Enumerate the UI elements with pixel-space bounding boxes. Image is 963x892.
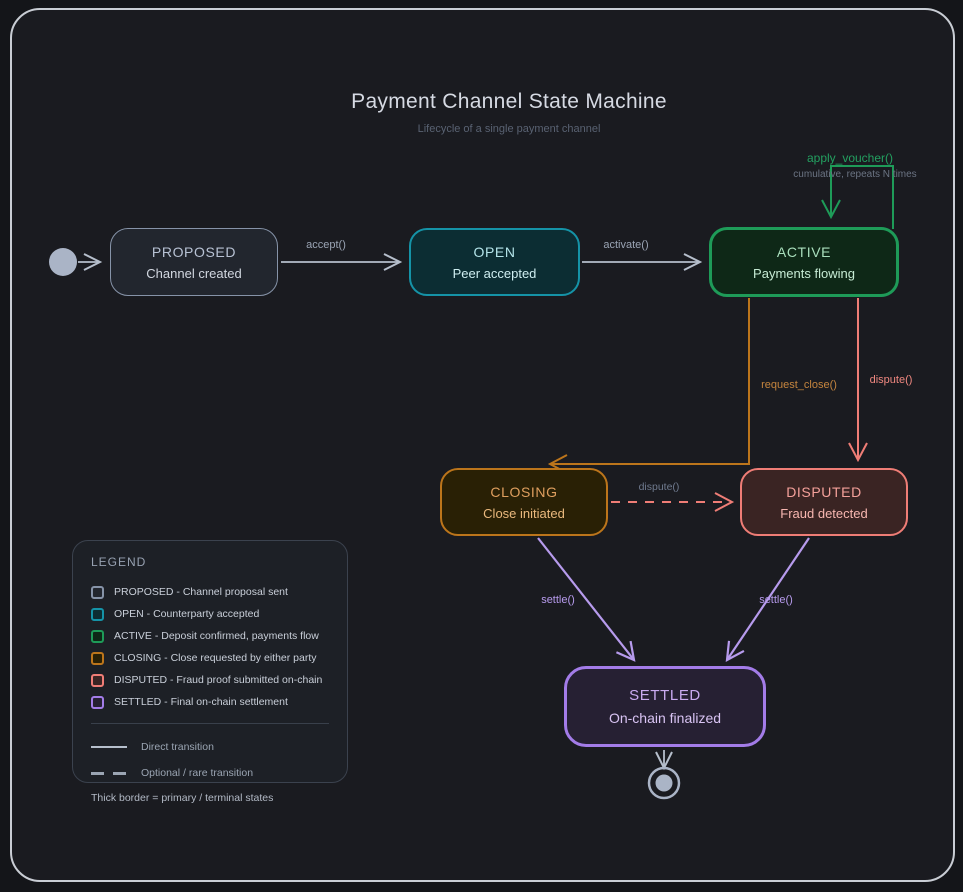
legend-item-closing: CLOSING - Close requested by either part…: [91, 647, 329, 669]
active-swatch: [91, 629, 104, 643]
state-settled-name: SETTLED: [629, 687, 701, 704]
state-proposed-desc: Channel created: [146, 265, 242, 281]
initial-state-dot: [49, 248, 77, 276]
edge-settle-from-closing: [537, 537, 636, 662]
edge-apply-voucher-loop: [821, 165, 894, 229]
legend-item-label: OPEN - Counterparty accepted: [114, 608, 260, 620]
legend-item-label: SETTLED - Final on-chain settlement: [114, 696, 288, 708]
state-open-desc: Peer accepted: [452, 265, 537, 281]
legend-item-disputed: DISPUTED - Fraud proof submitted on-chai…: [91, 669, 329, 691]
label-request-close: request_close(): [761, 379, 837, 391]
state-active-desc: Payments flowing: [753, 265, 855, 281]
page-title: Payment Channel State Machine: [351, 90, 667, 113]
state-settled: SETTLED On-chain finalized: [564, 666, 766, 747]
legend-item-label: ACTIVE - Deposit confirmed, payments flo…: [114, 630, 319, 642]
legend-item-label: DISPUTED - Fraud proof submitted on-chai…: [114, 674, 323, 686]
state-open: OPEN Peer accepted: [409, 228, 580, 296]
legend-item-label: CLOSING - Close requested by either part…: [114, 652, 317, 664]
page-subtitle: Lifecycle of a single payment channel: [417, 123, 601, 135]
closing-swatch: [91, 651, 104, 665]
label-apply-voucher: apply_voucher(): [806, 151, 894, 165]
label-settle-from-closing: settle(): [541, 594, 575, 606]
legend-title: LEGEND: [91, 555, 147, 569]
legend-panel: LEGEND PROPOSED - Channel proposal sent …: [72, 540, 348, 804]
legend-note: Thick border = primary / terminal states: [91, 792, 274, 804]
legend-divider: [91, 723, 329, 724]
proposed-swatch: [91, 585, 104, 599]
disputed-swatch: [91, 673, 104, 687]
label-dispute-from-active: dispute(): [869, 374, 913, 386]
legend-line-optional: Optional / rare transition: [91, 760, 329, 786]
state-open-name: OPEN: [473, 243, 516, 260]
state-closing-desc: Close initiated: [483, 505, 565, 521]
legend-line-label: Direct transition: [141, 741, 214, 753]
state-disputed-desc: Fraud detected: [780, 505, 868, 521]
solid-line-sample: [91, 746, 127, 748]
final-state-ring: [647, 766, 681, 800]
state-disputed-name: DISPUTED: [786, 483, 862, 500]
legend-line-direct: Direct transition: [91, 734, 329, 760]
final-state-dot: [655, 774, 673, 792]
edge-request-close: [547, 298, 750, 474]
edge-settle-from-disputed: [725, 537, 810, 662]
legend-item-open: OPEN - Counterparty accepted: [91, 603, 329, 625]
label-apply-voucher-note: cumulative, repeats N times: [793, 169, 917, 180]
dashed-line-sample: [91, 771, 127, 775]
legend-item-settled: SETTLED - Final on-chain settlement: [91, 691, 329, 713]
state-proposed-name: PROPOSED: [151, 243, 237, 260]
state-settled-desc: On-chain finalized: [608, 710, 722, 726]
state-closing: CLOSING Close initiated: [440, 468, 608, 536]
label-activate: activate(): [603, 239, 649, 251]
state-closing-name: CLOSING: [490, 483, 558, 500]
state-disputed: DISPUTED Fraud detected: [740, 468, 908, 536]
label-settle-from-disputed: settle(): [759, 594, 793, 606]
label-dispute-from-closing: dispute(): [638, 481, 680, 493]
state-active-name: ACTIVE: [776, 243, 832, 260]
legend-item-proposed: PROPOSED - Channel proposal sent: [91, 581, 329, 603]
state-proposed: PROPOSED Channel created: [110, 228, 278, 296]
label-accept: accept(): [306, 239, 346, 251]
legend-item-active: ACTIVE - Deposit confirmed, payments flo…: [91, 625, 329, 647]
state-active: ACTIVE Payments flowing: [709, 227, 899, 297]
legend-item-label: PROPOSED - Channel proposal sent: [114, 586, 288, 598]
open-swatch: [91, 607, 104, 621]
legend-line-label: Optional / rare transition: [141, 767, 254, 779]
settled-swatch: [91, 695, 104, 709]
